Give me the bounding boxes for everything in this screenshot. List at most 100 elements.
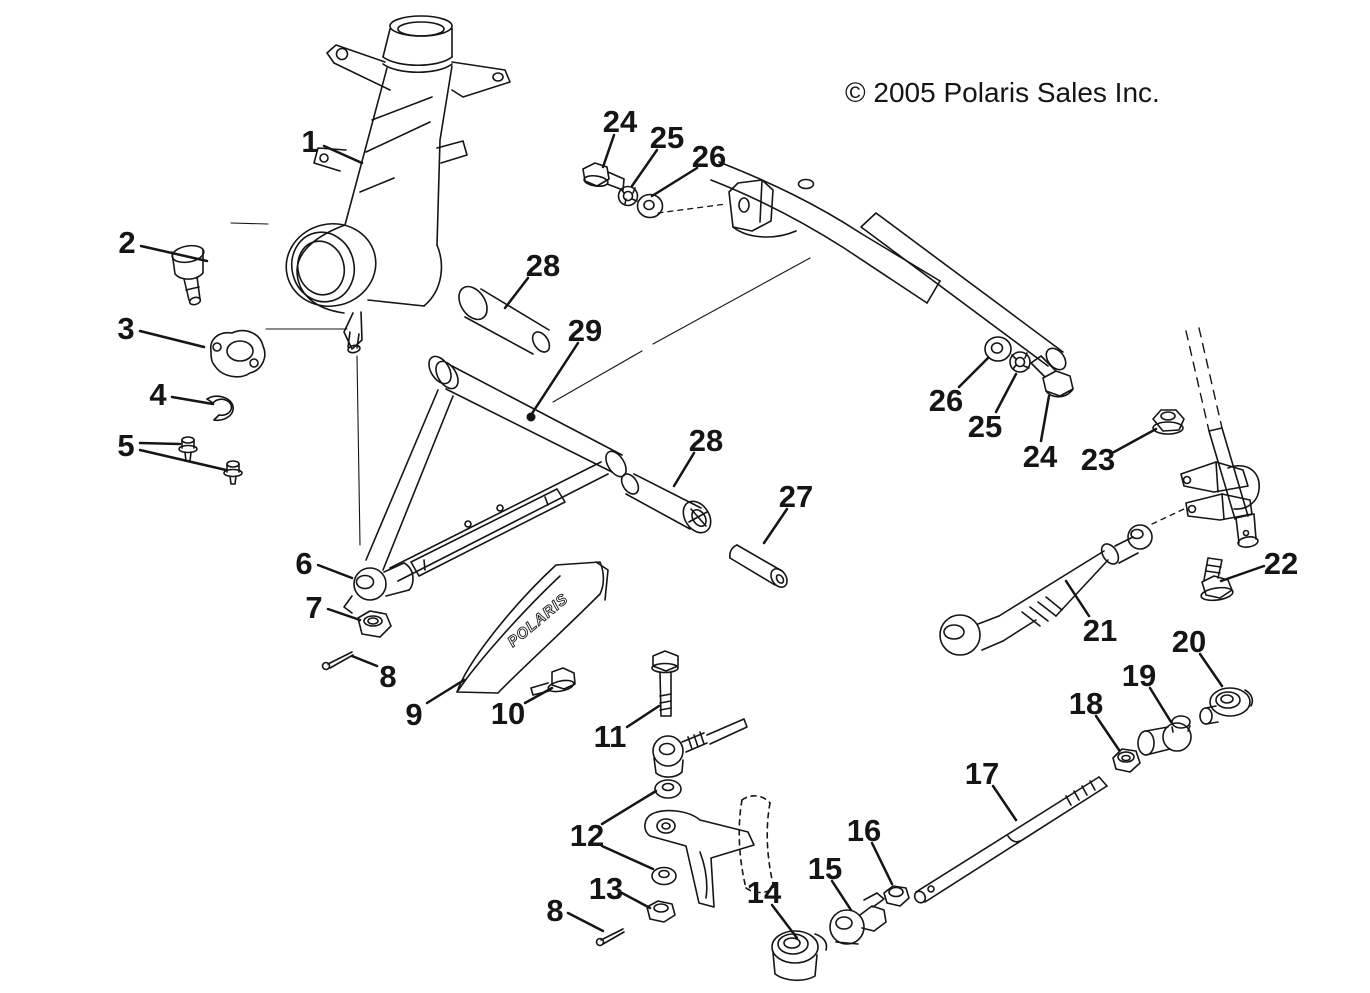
callout-leader-13-12 bbox=[620, 891, 652, 910]
cotter-pin-upper bbox=[321, 651, 354, 671]
callout-label-27-30: 27 bbox=[779, 479, 813, 514]
callout-label-17-17: 17 bbox=[965, 756, 999, 791]
callout-leader-26-29 bbox=[650, 166, 699, 198]
callout-leader-26-26 bbox=[957, 356, 990, 389]
rod-end-bushing-outer bbox=[1199, 687, 1254, 725]
inner-tie-rod bbox=[913, 776, 1108, 904]
frame-rail bbox=[710, 161, 1067, 371]
callout-leader-23-23 bbox=[1112, 427, 1158, 454]
bellcrank-nut bbox=[646, 900, 676, 923]
callout-leader-18-18 bbox=[1094, 714, 1121, 752]
bellcrank bbox=[644, 809, 755, 908]
arm-mount-bracket bbox=[657, 179, 797, 238]
steering-link bbox=[652, 718, 748, 778]
callout-leader-24-27 bbox=[601, 133, 616, 169]
callout-label-10-9: 10 bbox=[491, 696, 525, 731]
callout-label-13-12: 13 bbox=[589, 871, 623, 906]
callout-leader-22-22 bbox=[1219, 564, 1266, 583]
bellcrank-washer-upper bbox=[654, 779, 682, 799]
callout-label-15-15: 15 bbox=[808, 851, 842, 886]
callout-leader-28-32 bbox=[672, 451, 696, 488]
callout-leader-19-19 bbox=[1148, 686, 1173, 724]
callout-leader-7-6 bbox=[326, 607, 362, 622]
callout-label-12-11: 12 bbox=[570, 818, 604, 853]
callout-label-9-8: 9 bbox=[405, 697, 422, 732]
bellcrank-washer-lower bbox=[651, 866, 677, 886]
callout-leader-12-11 bbox=[600, 789, 658, 826]
jam-nut-outer bbox=[1112, 748, 1141, 773]
callout-leader-5-4 bbox=[138, 441, 182, 446]
callout-label-11-10: 11 bbox=[594, 719, 627, 754]
callout-label-16-16: 16 bbox=[847, 813, 881, 848]
callout-label-24-27: 24 bbox=[603, 104, 638, 139]
callout-leader-9-8 bbox=[425, 678, 466, 705]
callout-leader-4-3 bbox=[170, 395, 215, 406]
callout-label-1-0: 1 bbox=[301, 124, 318, 159]
callout-leader-20-20 bbox=[1198, 652, 1224, 688]
pitman-bolt bbox=[1200, 557, 1234, 602]
tie-rod-end-outer bbox=[1137, 715, 1192, 756]
assembly-reference-lines bbox=[230, 222, 811, 546]
spacer-tube bbox=[729, 544, 788, 589]
callout-label-18-18: 18 bbox=[1069, 686, 1103, 721]
ball-joint-nut bbox=[357, 610, 392, 638]
callout-label-5-4: 5 bbox=[117, 428, 134, 463]
callout-label-8-7: 8 bbox=[379, 659, 396, 694]
guard-bolt bbox=[530, 667, 576, 696]
callout-leader-3-2 bbox=[138, 329, 206, 349]
retainer-ring bbox=[206, 395, 234, 422]
lock-washer-upper bbox=[617, 185, 639, 207]
callout-leader-15-15 bbox=[830, 879, 853, 912]
callout-leader-28-31 bbox=[503, 276, 530, 310]
callout-leader-12-11 bbox=[600, 844, 655, 871]
ball-joint bbox=[171, 244, 205, 306]
callout-leader-11-10 bbox=[625, 704, 661, 729]
control-arm bbox=[343, 355, 627, 614]
callout-label-21-21: 21 bbox=[1083, 613, 1117, 648]
callout-dot-29 bbox=[526, 412, 536, 422]
stop-plate bbox=[209, 329, 266, 378]
tie-rod-end-inner bbox=[829, 892, 887, 945]
callout-leader-6-5 bbox=[316, 563, 354, 580]
steering-knuckle bbox=[285, 15, 511, 354]
callout-label-14-14: 14 bbox=[747, 875, 782, 910]
pivot-bushing-upper bbox=[458, 285, 551, 355]
callout-leader-24-24 bbox=[1039, 394, 1051, 443]
post-nut bbox=[1152, 409, 1185, 435]
callout-leader-29-33 bbox=[529, 341, 580, 417]
rod-end-bushing-inner bbox=[771, 930, 828, 982]
callout-label-2-1: 2 bbox=[118, 225, 135, 260]
callout-label-23-23: 23 bbox=[1081, 442, 1115, 477]
callout-label-3-2: 3 bbox=[117, 311, 134, 346]
callout-label-6-5: 6 bbox=[295, 546, 312, 581]
callout-leader-14-14 bbox=[770, 903, 799, 940]
callout-label-20-20: 20 bbox=[1172, 624, 1206, 659]
callout-label-19-19: 19 bbox=[1122, 658, 1156, 693]
callout-label-26-26: 26 bbox=[929, 383, 963, 418]
callout-label-25-25: 25 bbox=[968, 409, 1002, 444]
callout-leader-5-4 bbox=[138, 448, 228, 472]
callout-label-8-13: 8 bbox=[546, 893, 563, 928]
flat-washer-upper bbox=[636, 193, 664, 219]
callout-leader-16-16 bbox=[870, 841, 894, 886]
callout-leader-10-9 bbox=[523, 686, 554, 705]
callout-leader-8-7 bbox=[350, 654, 379, 668]
post-bolt bbox=[1030, 355, 1074, 398]
upper-arm-bolt bbox=[582, 162, 625, 191]
copyright-text: © 2005 Polaris Sales Inc. bbox=[845, 77, 1160, 108]
callout-label-7-6: 7 bbox=[305, 590, 322, 625]
lock-washer-post bbox=[1009, 351, 1031, 373]
callout-label-26-29: 26 bbox=[692, 139, 726, 174]
callout-label-29-33: 29 bbox=[568, 313, 602, 348]
polaris-logo: POLARIS bbox=[504, 590, 571, 650]
callout-leader-27-30 bbox=[762, 507, 789, 545]
callout-leader-21-21 bbox=[1064, 579, 1091, 618]
callout-leader-2-1 bbox=[139, 244, 209, 263]
callout-label-25-28: 25 bbox=[650, 120, 684, 155]
cotter-pin-lower bbox=[595, 928, 625, 947]
callout-leader-25-28 bbox=[630, 148, 659, 188]
frame-tab-ghost bbox=[738, 795, 775, 894]
jam-nut-inner bbox=[883, 885, 910, 907]
